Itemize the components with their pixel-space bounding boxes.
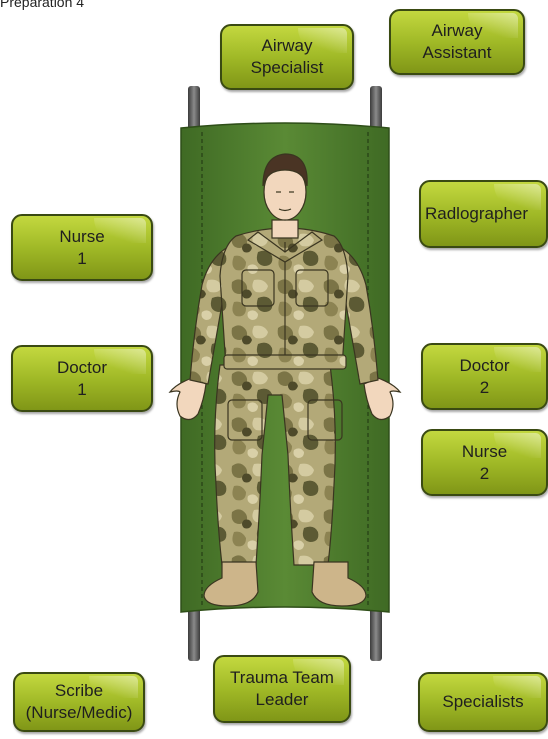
role-doctor-1-label: Doctor 1 — [57, 357, 107, 401]
role-specialists-label: Specialists — [442, 691, 523, 713]
role-airway-assistant: Airway Assistant — [389, 9, 525, 75]
role-nurse-1: Nurse 1 — [11, 214, 153, 281]
role-airway-specialist-label: Airway Specialist — [251, 35, 324, 79]
role-nurse-2: Nurse 2 — [421, 429, 548, 496]
role-specialists: Specialists — [418, 672, 548, 732]
role-nurse-1-label: Nurse 1 — [59, 226, 104, 270]
role-scribe-label: Scribe (Nurse/Medic) — [26, 680, 133, 724]
role-radiographer-label: Radlographer — [425, 203, 528, 225]
role-doctor-1: Doctor 1 — [11, 345, 153, 412]
role-trauma-team-leader: Trauma Team Leader — [213, 655, 351, 723]
role-airway-assistant-label: Airway Assistant — [423, 20, 492, 64]
role-doctor-2-label: Doctor 2 — [459, 355, 509, 399]
role-radiographer: Radlographer — [419, 180, 548, 248]
role-airway-specialist: Airway Specialist — [220, 24, 354, 90]
role-trauma-team-leader-label: Trauma Team Leader — [230, 667, 334, 711]
role-scribe: Scribe (Nurse/Medic) — [13, 672, 145, 732]
role-doctor-2: Doctor 2 — [421, 343, 548, 410]
role-nurse-2-label: Nurse 2 — [462, 441, 507, 485]
